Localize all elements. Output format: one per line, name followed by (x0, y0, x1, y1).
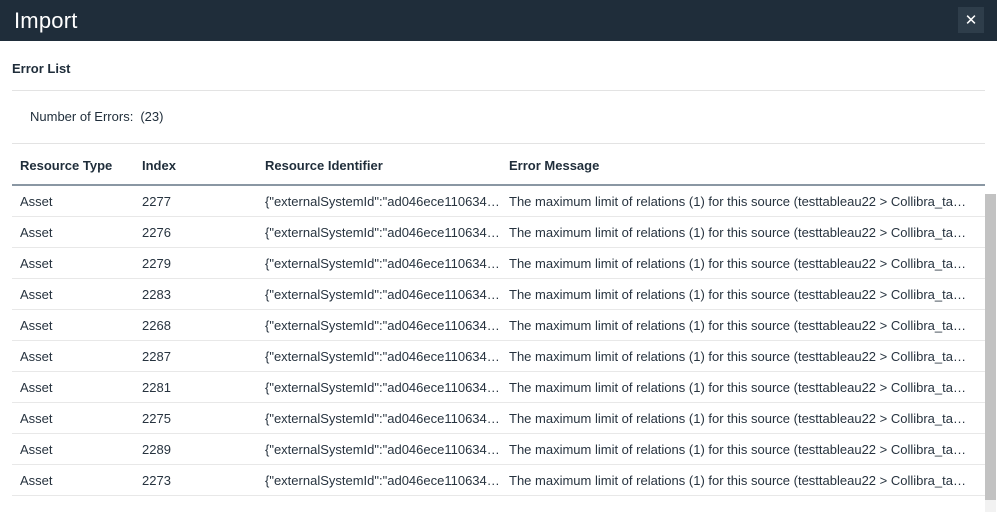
cell-error-message: The maximum limit of relations (1) for t… (509, 309, 985, 341)
cell-resource-type: Asset (12, 371, 142, 403)
cell-resource-identifier: {"externalSystemId":"ad046ece110634… (265, 402, 509, 434)
table-header-row: Resource Type Index Resource Identifier … (12, 144, 985, 186)
error-count-label: Number of Errors: (30, 109, 134, 124)
cell-resource-type: Asset (12, 216, 142, 248)
cell-error-message: The maximum limit of relations (1) for t… (509, 278, 985, 310)
cell-error-message: The maximum limit of relations (1) for t… (509, 216, 985, 248)
cell-resource-identifier: {"externalSystemId":"ad046ece110634… (265, 309, 509, 341)
column-header-resource-type[interactable]: Resource Type (12, 144, 142, 186)
cell-resource-type: Asset (12, 402, 142, 434)
cell-index: 2289 (142, 433, 265, 465)
cell-index: 2277 (142, 185, 265, 217)
cell-resource-identifier: {"externalSystemId":"ad046ece110634… (265, 185, 509, 217)
divider-top (12, 90, 985, 91)
cell-resource-identifier: {"externalSystemId":"ad046ece110634… (265, 247, 509, 279)
dialog-body: Error List Number of Errors: (23) Resour… (0, 41, 997, 512)
cell-error-message: The maximum limit of relations (1) for t… (509, 340, 985, 372)
cell-index: 2287 (142, 340, 265, 372)
cell-error-message: The maximum limit of relations (1) for t… (509, 433, 985, 465)
cell-resource-identifier: {"externalSystemId":"ad046ece110634… (265, 371, 509, 403)
cell-resource-identifier: {"externalSystemId":"ad046ece110634… (265, 340, 509, 372)
table-scrollbar-thumb[interactable] (985, 194, 996, 500)
cell-index: 2275 (142, 402, 265, 434)
cell-resource-identifier: {"externalSystemId":"ad046ece110634… (265, 216, 509, 248)
cell-resource-identifier: {"externalSystemId":"ad046ece110634… (265, 433, 509, 465)
column-header-resource-identifier[interactable]: Resource Identifier (265, 144, 509, 186)
cell-resource-type: Asset (12, 247, 142, 279)
cell-error-message: The maximum limit of relations (1) for t… (509, 464, 985, 496)
cell-error-message: The maximum limit of relations (1) for t… (509, 371, 985, 403)
divider-middle (12, 143, 985, 144)
cell-index: 2283 (142, 278, 265, 310)
column-header-error-message[interactable]: Error Message (509, 144, 985, 186)
error-table-wrap: Resource Type Index Resource Identifier … (12, 144, 996, 512)
error-table-head: Resource Type Index Resource Identifier … (12, 144, 985, 186)
cell-resource-type: Asset (12, 464, 142, 496)
cell-index: 2276 (142, 216, 265, 248)
error-count-row: Number of Errors: (23) (0, 91, 997, 125)
dialog-header: Import ✕ (0, 0, 997, 41)
page-title: Import (14, 8, 78, 33)
close-button[interactable]: ✕ (958, 7, 984, 33)
cell-resource-identifier: {"externalSystemId":"ad046ece110634… (265, 278, 509, 310)
error-table: Resource Type Index Resource Identifier … (12, 144, 985, 496)
column-header-index[interactable]: Index (142, 144, 265, 186)
cell-index: 2279 (142, 247, 265, 279)
cell-error-message: The maximum limit of relations (1) for t… (509, 402, 985, 434)
cell-error-message: The maximum limit of relations (1) for t… (509, 185, 985, 217)
cell-error-message: The maximum limit of relations (1) for t… (509, 247, 985, 279)
section-title: Error List (12, 61, 71, 76)
cell-resource-identifier: {"externalSystemId":"ad046ece110634… (265, 464, 509, 496)
cell-index: 2281 (142, 371, 265, 403)
cell-resource-type: Asset (12, 185, 142, 217)
cell-index: 2273 (142, 464, 265, 496)
cell-resource-type: Asset (12, 433, 142, 465)
cell-index: 2268 (142, 309, 265, 341)
close-icon: ✕ (964, 10, 978, 29)
cell-resource-type: Asset (12, 340, 142, 372)
cell-resource-type: Asset (12, 278, 142, 310)
error-count-value: (23) (140, 109, 164, 124)
cell-resource-type: Asset (12, 309, 142, 341)
